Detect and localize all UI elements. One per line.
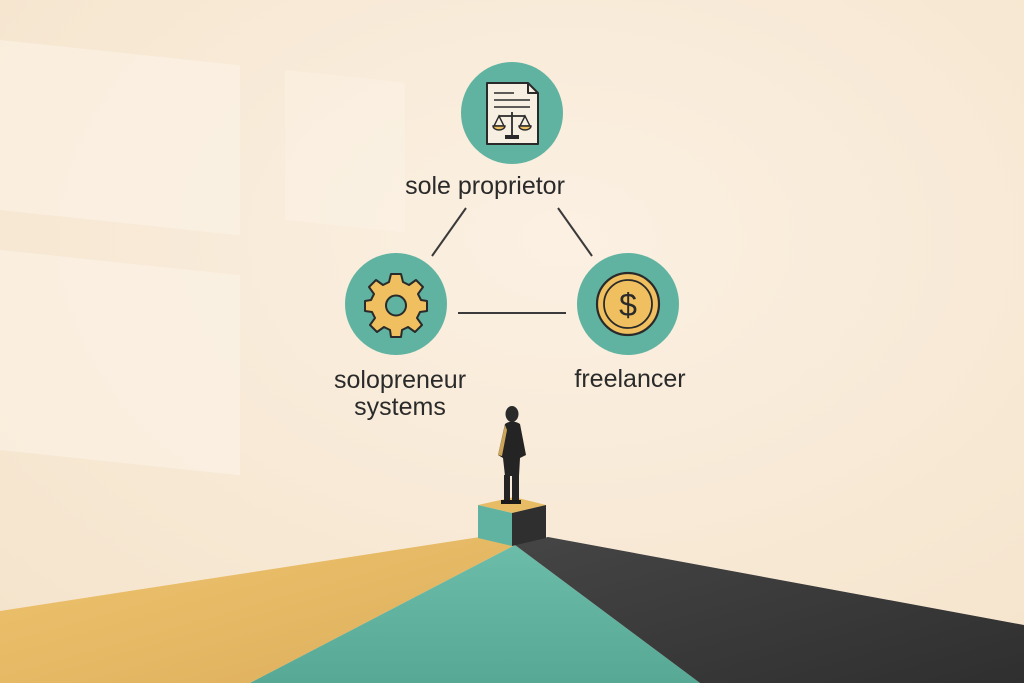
teal-path [250, 545, 700, 683]
node-solopreneur-systems [345, 253, 447, 355]
node-freelancer: $ [577, 253, 679, 355]
gear-icon [364, 273, 428, 338]
connector-lines [431, 207, 593, 314]
edge-top-left [431, 207, 467, 257]
node-label-line: freelancer [574, 365, 686, 393]
dark-path [515, 537, 1024, 683]
legal-document-scale-icon [486, 82, 539, 145]
node-sole-proprietor [461, 62, 563, 164]
node-label-solopreneur-systems: solopreneur systems [300, 367, 500, 421]
svg-text:$: $ [619, 287, 637, 323]
pedestal [478, 497, 546, 546]
node-label-freelancer: freelancer [540, 366, 720, 393]
person-figure [498, 406, 526, 504]
dollar-coin-icon: $ [595, 271, 661, 337]
node-label-sole-proprietor: sole proprietor [355, 173, 615, 200]
node-label-line: sole proprietor [405, 172, 565, 200]
edge-top-right [557, 207, 593, 257]
gold-path [0, 537, 515, 683]
node-label-line: solopreneur [333, 366, 467, 394]
floor-paths [0, 537, 1024, 683]
window-light [0, 38, 405, 476]
node-label-line: systems [354, 393, 446, 421]
